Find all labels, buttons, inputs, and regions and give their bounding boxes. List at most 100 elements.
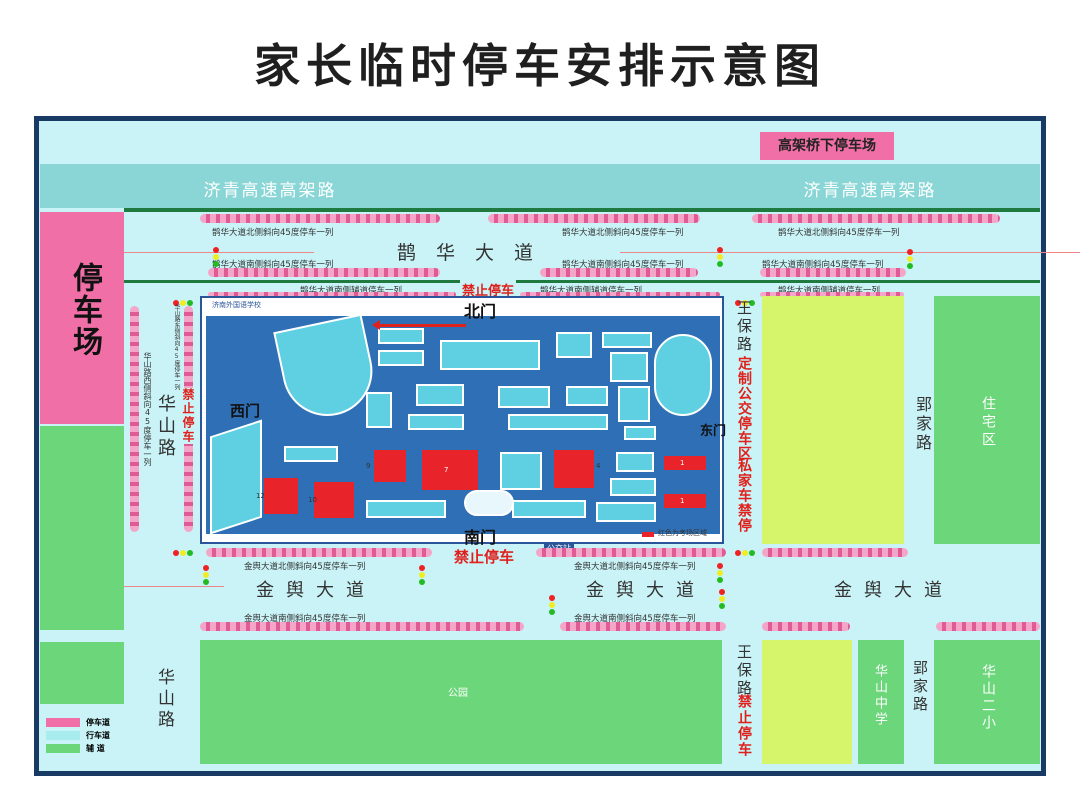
big-parking-label: 停车场	[67, 262, 102, 358]
campus-block	[366, 392, 392, 428]
traffic-light-icon	[418, 564, 426, 590]
school-a-label: 华山中学	[872, 664, 887, 728]
parking-row	[762, 548, 908, 557]
exam-building	[314, 482, 354, 518]
bridge-parking-label: 高架桥下停车场	[760, 132, 894, 160]
parking-row	[206, 548, 432, 557]
residential-label: 住宅区	[980, 396, 996, 450]
exam-area-swatch	[642, 532, 654, 537]
campus-block	[408, 414, 464, 430]
campus-block	[508, 414, 608, 430]
road-centerline	[124, 586, 224, 587]
parking-row	[536, 548, 726, 557]
parking-row-label: 金舆大道南侧斜向45度停车一列	[244, 614, 366, 624]
traffic-light-icon	[172, 542, 194, 561]
traffic-light-icon	[716, 562, 724, 588]
road-wangbao-bottom: 王保路	[735, 644, 753, 698]
building-number: 1	[680, 497, 685, 505]
residential-block	[934, 296, 1040, 544]
building-number: 10	[308, 496, 317, 504]
road-huashan: 华山路	[155, 394, 176, 460]
campus-block	[416, 384, 464, 406]
road-centerline	[124, 252, 314, 253]
parking-row	[762, 622, 850, 631]
parking-row	[760, 292, 904, 297]
campus-block	[500, 452, 542, 490]
parking-row	[540, 268, 698, 277]
exam-building	[422, 450, 478, 490]
exam-building	[264, 478, 298, 514]
campus-block	[602, 332, 652, 348]
campus-block	[440, 340, 540, 370]
campus-block	[610, 352, 648, 382]
legend-swatch-driving	[46, 731, 80, 740]
exam-building	[374, 450, 406, 482]
arrow-left-icon	[372, 320, 380, 330]
school-a-block	[858, 640, 904, 764]
central-oval	[464, 490, 514, 516]
parking-row	[560, 622, 726, 631]
page-title: 家长临时停车安排示意图	[254, 39, 826, 93]
campus-block	[566, 386, 608, 406]
gate-east: 东门	[700, 424, 727, 439]
green-line-bottom	[124, 280, 1040, 283]
exam-building	[664, 494, 706, 508]
green-block-left-bottom	[40, 642, 124, 704]
school-b-block	[934, 640, 1040, 764]
private-no-parking-note: 私家车禁停	[736, 458, 752, 533]
big-parking-lot	[40, 212, 124, 424]
traffic-light-icon	[906, 248, 914, 274]
road-quehua: 鹊华大道	[396, 242, 553, 264]
parking-row-label: 鹊华大道南侧斜向45度停车一列	[212, 260, 334, 270]
building-number: 4	[596, 462, 601, 470]
traffic-light-icon	[548, 594, 556, 620]
gate-north: 北门	[464, 302, 497, 321]
gate-west: 西门	[230, 402, 261, 420]
campus-logo-text: 济南外国语学校	[212, 301, 261, 309]
parking-row-label: 金舆大道北侧斜向45度停车一列	[244, 562, 366, 572]
north-gate-arrow	[376, 324, 466, 327]
campus-block	[512, 500, 586, 518]
expressway-label-right: 济青高速高架路	[803, 181, 937, 201]
exam-building	[554, 450, 594, 488]
campus-block	[378, 350, 424, 366]
sports-field-east	[654, 334, 712, 416]
no-parking-wangbao: 禁止停车	[736, 694, 752, 758]
road-jinyu-right: 金舆大道	[834, 580, 954, 601]
gate-south: 南门	[464, 528, 497, 547]
parking-row-label: 鹊华大道北侧斜向45度停车一列	[778, 228, 900, 238]
building-number: 1	[680, 459, 685, 467]
park-label: 公园	[448, 688, 468, 699]
parking-row	[752, 214, 1000, 223]
road-jinyu-mid: 金舆大道	[586, 580, 706, 601]
campus-block	[556, 332, 592, 358]
parking-row	[208, 268, 440, 277]
traffic-light-icon	[202, 564, 210, 590]
building-number: 12	[256, 492, 265, 500]
road-huashan-bottom: 华山路	[154, 668, 174, 731]
lime-block	[762, 296, 904, 544]
road-yingjia: 郢家路	[913, 396, 932, 453]
legend-swatch-parking	[46, 718, 80, 727]
parking-row-label: 华山路西侧斜向45度停车一列	[143, 352, 152, 466]
exam-area-legend: 红色为考场区域	[658, 529, 707, 537]
building-number: 9	[366, 462, 371, 470]
campus-block	[618, 386, 650, 422]
campus-block	[378, 328, 424, 344]
traffic-light-icon	[716, 246, 724, 272]
parking-row	[520, 292, 720, 297]
no-parking-south: 禁止停车	[454, 548, 515, 566]
exam-building	[664, 456, 706, 470]
green-block-left	[40, 426, 124, 630]
legend-swatch-auxiliary	[46, 744, 80, 753]
parking-row-label: 金舆大道南侧斜向45度停车一列	[574, 614, 696, 624]
parking-row-label: 华山路东侧斜向45度停车一列	[173, 304, 180, 390]
parking-row-label: 鹊华大道北侧斜向45度停车一列	[212, 228, 334, 238]
campus-block	[624, 426, 656, 440]
parking-row	[760, 268, 906, 277]
parking-row-label: 鹊华大道北侧斜向45度停车一列	[562, 228, 684, 238]
building-number: 7	[444, 466, 449, 474]
road-wangbao: 王保路	[735, 300, 753, 354]
no-parking-north: 禁止停车	[460, 280, 517, 299]
lime-block-bottom	[762, 640, 852, 764]
